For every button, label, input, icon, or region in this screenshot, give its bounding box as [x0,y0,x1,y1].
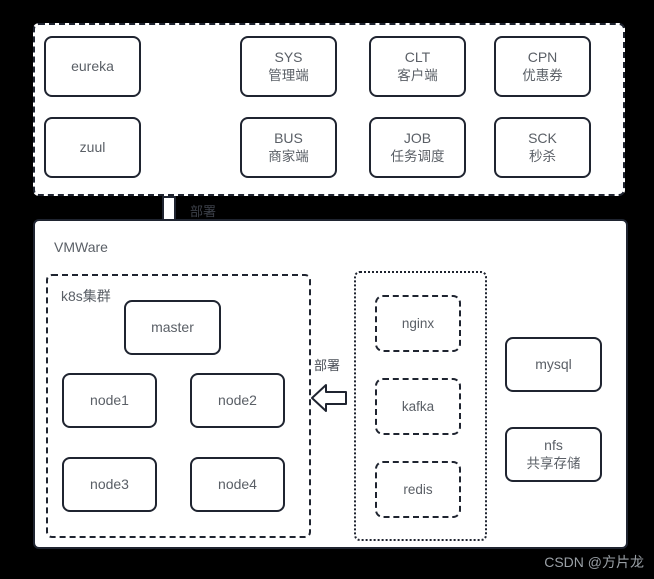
middleware-cluster-container [354,271,487,541]
box-subtitle: 秒杀 [529,148,556,164]
box-title: master [151,319,194,336]
service-box-SYS[interactable]: SYS 管理端 [240,36,337,97]
vmware-label: VMWare [54,239,108,255]
k8s-node-node2[interactable]: node2 [190,373,285,428]
box-title: mysql [535,356,572,373]
box-title: node3 [90,476,129,493]
box-title: BUS [274,129,303,146]
box-subtitle: 管理端 [268,67,309,83]
box-title: CPN [527,48,558,65]
k8s-cluster-label: k8s集群 [61,288,111,304]
deploy-arrow-left-icon [311,384,347,412]
middleware-box-kafka[interactable]: kafka [375,378,461,435]
box-subtitle: 共享存储 [526,455,581,471]
deploy-arrow-left-label: 部署 [314,358,341,373]
box-title: node2 [218,392,257,409]
service-box-CLT[interactable]: CLT 客户端 [369,36,466,97]
box-title: node4 [218,476,257,493]
middleware-box-nginx[interactable]: nginx [375,295,461,352]
storage-box-mysql[interactable]: mysql [505,337,602,392]
k8s-cluster-container: k8s集群 [46,274,311,538]
k8s-node-node4[interactable]: node4 [190,457,285,512]
box-subtitle: 优惠券 [522,67,563,83]
box-title: zuul [79,139,106,156]
box-subtitle: 客户端 [397,67,438,83]
box-title: JOB [403,129,432,146]
box-title: CLT [404,48,431,65]
middleware-box-redis[interactable]: redis [375,461,461,518]
box-subtitle: 任务调度 [390,148,445,164]
box-title: nfs [544,436,563,453]
service-box-BUS[interactable]: BUS 商家端 [240,117,337,178]
box-subtitle: 商家端 [268,148,309,164]
k8s-node-master[interactable]: master [124,300,221,355]
service-box-eureka[interactable]: eureka [44,36,141,97]
k8s-node-node3[interactable]: node3 [62,457,157,512]
deploy-arrow-down-label: 部署 [190,204,217,219]
service-box-JOB[interactable]: JOB 任务调度 [369,117,466,178]
box-title: SCK [528,129,557,146]
service-box-zuul[interactable]: zuul [44,117,141,178]
k8s-node-node1[interactable]: node1 [62,373,157,428]
watermark: CSDN @方片龙 [544,554,644,570]
box-title: node1 [90,392,129,409]
box-title: kafka [401,399,435,414]
box-title: redis [403,482,433,497]
service-box-CPN[interactable]: CPN 优惠券 [494,36,591,97]
service-box-SCK[interactable]: SCK 秒杀 [494,117,591,178]
storage-box-nfs[interactable]: nfs 共享存储 [505,427,602,482]
box-title: SYS [274,48,303,65]
box-title: eureka [71,58,114,75]
box-title: nginx [401,316,435,331]
